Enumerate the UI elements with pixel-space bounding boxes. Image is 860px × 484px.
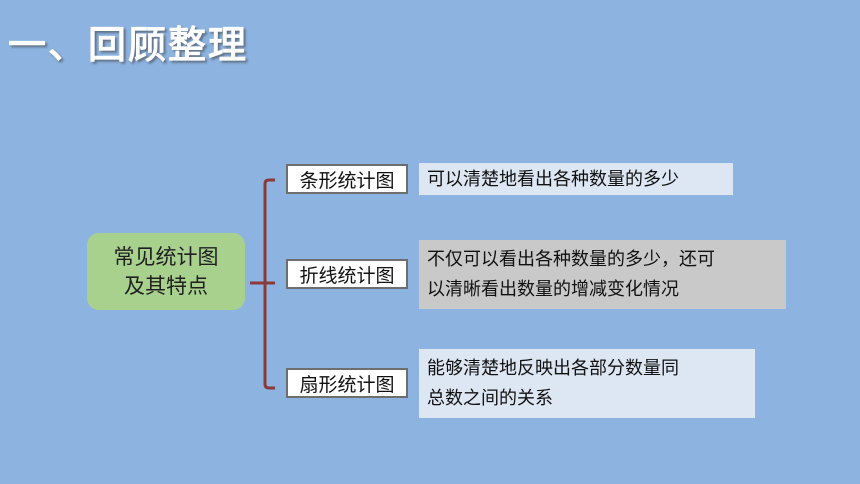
bar-chart-type-box: 条形统计图	[286, 164, 408, 194]
pie-chart-type-box: 扇形统计图	[286, 368, 408, 398]
root-node: 常见统计图 及其特点	[87, 233, 245, 310]
pie-chart-desc-line2: 总数之间的关系	[427, 388, 553, 409]
bar-chart-desc-text: 可以清楚地看出各种数量的多少	[427, 169, 679, 190]
line-chart-description: 不仅可以看出各种数量的多少，还可 以清晰看出数量的增减变化情况	[419, 240, 786, 309]
pie-chart-desc-line1: 能够清楚地反映出各部分数量同	[427, 358, 679, 379]
bracket-connector	[250, 178, 275, 390]
line-chart-desc-line2: 以清晰看出数量的增减变化情况	[427, 279, 679, 300]
bar-chart-description: 可以清楚地看出各种数量的多少	[419, 163, 733, 195]
pie-chart-description: 能够清楚地反映出各部分数量同 总数之间的关系	[419, 349, 755, 418]
root-label-line2: 及其特点	[124, 273, 208, 298]
line-chart-desc-line1: 不仅可以看出各种数量的多少，还可	[427, 249, 715, 270]
line-chart-type-box: 折线统计图	[286, 259, 408, 289]
root-label-line1: 常见统计图	[113, 244, 219, 269]
page-title: 一、回顾整理	[8, 23, 249, 67]
